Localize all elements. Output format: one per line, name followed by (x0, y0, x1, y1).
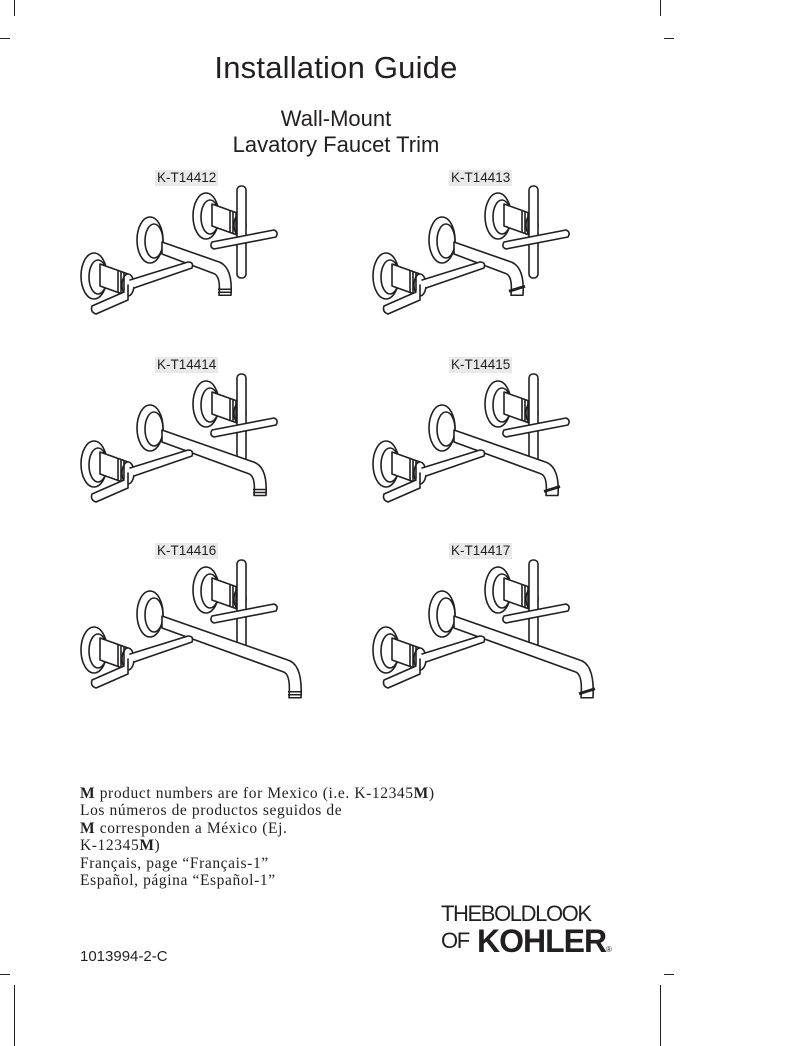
escutcheon-inner-ring (436, 223, 456, 259)
model-label: K-T14412 (155, 170, 219, 186)
escutcheon-inner-ring (144, 597, 164, 633)
cross-handle-vertical (236, 373, 247, 467)
cross-handle-horizontal (502, 229, 570, 250)
spout-aerator (218, 288, 232, 294)
spout (453, 615, 595, 699)
note-line: Español, página “Español-1” (80, 872, 276, 890)
valve-rings (229, 585, 237, 609)
note-line: K-12345M) (80, 837, 161, 855)
page-subtitle-line1: Wall-Mount (280, 106, 392, 131)
escutcheon-inner-ring (144, 223, 164, 259)
valve-rings (229, 211, 237, 235)
model-label: K-T14416 (155, 543, 219, 559)
crop-mark (0, 38, 10, 39)
cross-handle-vertical (236, 559, 247, 653)
escutcheon-inner-ring (144, 411, 164, 447)
cross-handle-vertical (528, 559, 539, 653)
faucet-illustration (370, 185, 600, 343)
faucet-illustration (370, 373, 600, 531)
lever-arm (382, 284, 421, 315)
spout-aerator (253, 488, 267, 494)
notes-block: M product numbers are for Mexico (i.e. K… (80, 785, 435, 889)
crop-mark (664, 38, 674, 39)
valve-rings (521, 585, 529, 609)
lever-arm (421, 261, 486, 289)
lever-arm (421, 449, 486, 477)
valve-rings (229, 399, 237, 423)
spout (453, 241, 525, 297)
escutcheon-inner-ring (436, 597, 456, 633)
spout-tip (578, 687, 596, 696)
lever-arm (90, 284, 129, 315)
document-number: 1013994-2-C (80, 948, 168, 965)
note-line: Los números de productos seguidos de (80, 802, 343, 820)
faucet-illustration (78, 559, 308, 732)
lever-arm (90, 472, 129, 503)
crop-mark (0, 974, 10, 975)
note-line: Français, page “Français-1” (80, 854, 269, 872)
cross-handle-vertical (236, 185, 247, 279)
faucet-illustration (78, 185, 308, 343)
note-line: M corresponden a México (Ej. (80, 819, 288, 837)
model-label: K-T14417 (449, 543, 513, 559)
faucet-illustration (78, 373, 308, 531)
lever-arm (382, 472, 421, 503)
spout-aerator (288, 690, 302, 696)
page-title: Installation Guide (214, 50, 458, 85)
note-line: M product numbers are for Mexico (i.e. K… (80, 785, 435, 802)
spout (161, 241, 233, 297)
spout (161, 615, 303, 699)
lever-arm (129, 449, 194, 477)
valve-rings (521, 399, 529, 423)
cross-handle-horizontal (502, 417, 570, 438)
lever-arm (129, 635, 194, 663)
crop-mark (660, 0, 661, 16)
lever-arm (129, 261, 194, 289)
crop-mark (14, 985, 15, 1046)
cross-handle-horizontal (210, 417, 278, 438)
valve-rings (521, 211, 529, 235)
cross-handle-horizontal (502, 603, 570, 624)
lever-arm (421, 635, 486, 663)
model-label: K-T14415 (449, 357, 513, 373)
page-subtitle-line2: Lavatory Faucet Trim (232, 132, 440, 157)
kohler-logo: THEBOLDLOOK OF KOHLER ® (441, 901, 612, 959)
crop-mark (660, 985, 661, 1046)
crop-mark (14, 0, 15, 16)
cross-handle-vertical (528, 185, 539, 279)
spout-tip (543, 485, 561, 493)
lever-arm (382, 658, 421, 689)
crop-mark (664, 974, 674, 975)
spout-tip (508, 284, 526, 293)
cross-handle-horizontal (210, 229, 278, 250)
cross-handle-horizontal (210, 603, 278, 624)
model-label: K-T14414 (155, 357, 219, 373)
model-label: K-T14413 (449, 170, 513, 186)
faucet-illustration (370, 559, 600, 732)
spout (453, 429, 560, 497)
escutcheon-inner-ring (436, 411, 456, 447)
spout (161, 429, 268, 497)
cross-handle-vertical (528, 373, 539, 467)
lever-arm (90, 658, 129, 689)
